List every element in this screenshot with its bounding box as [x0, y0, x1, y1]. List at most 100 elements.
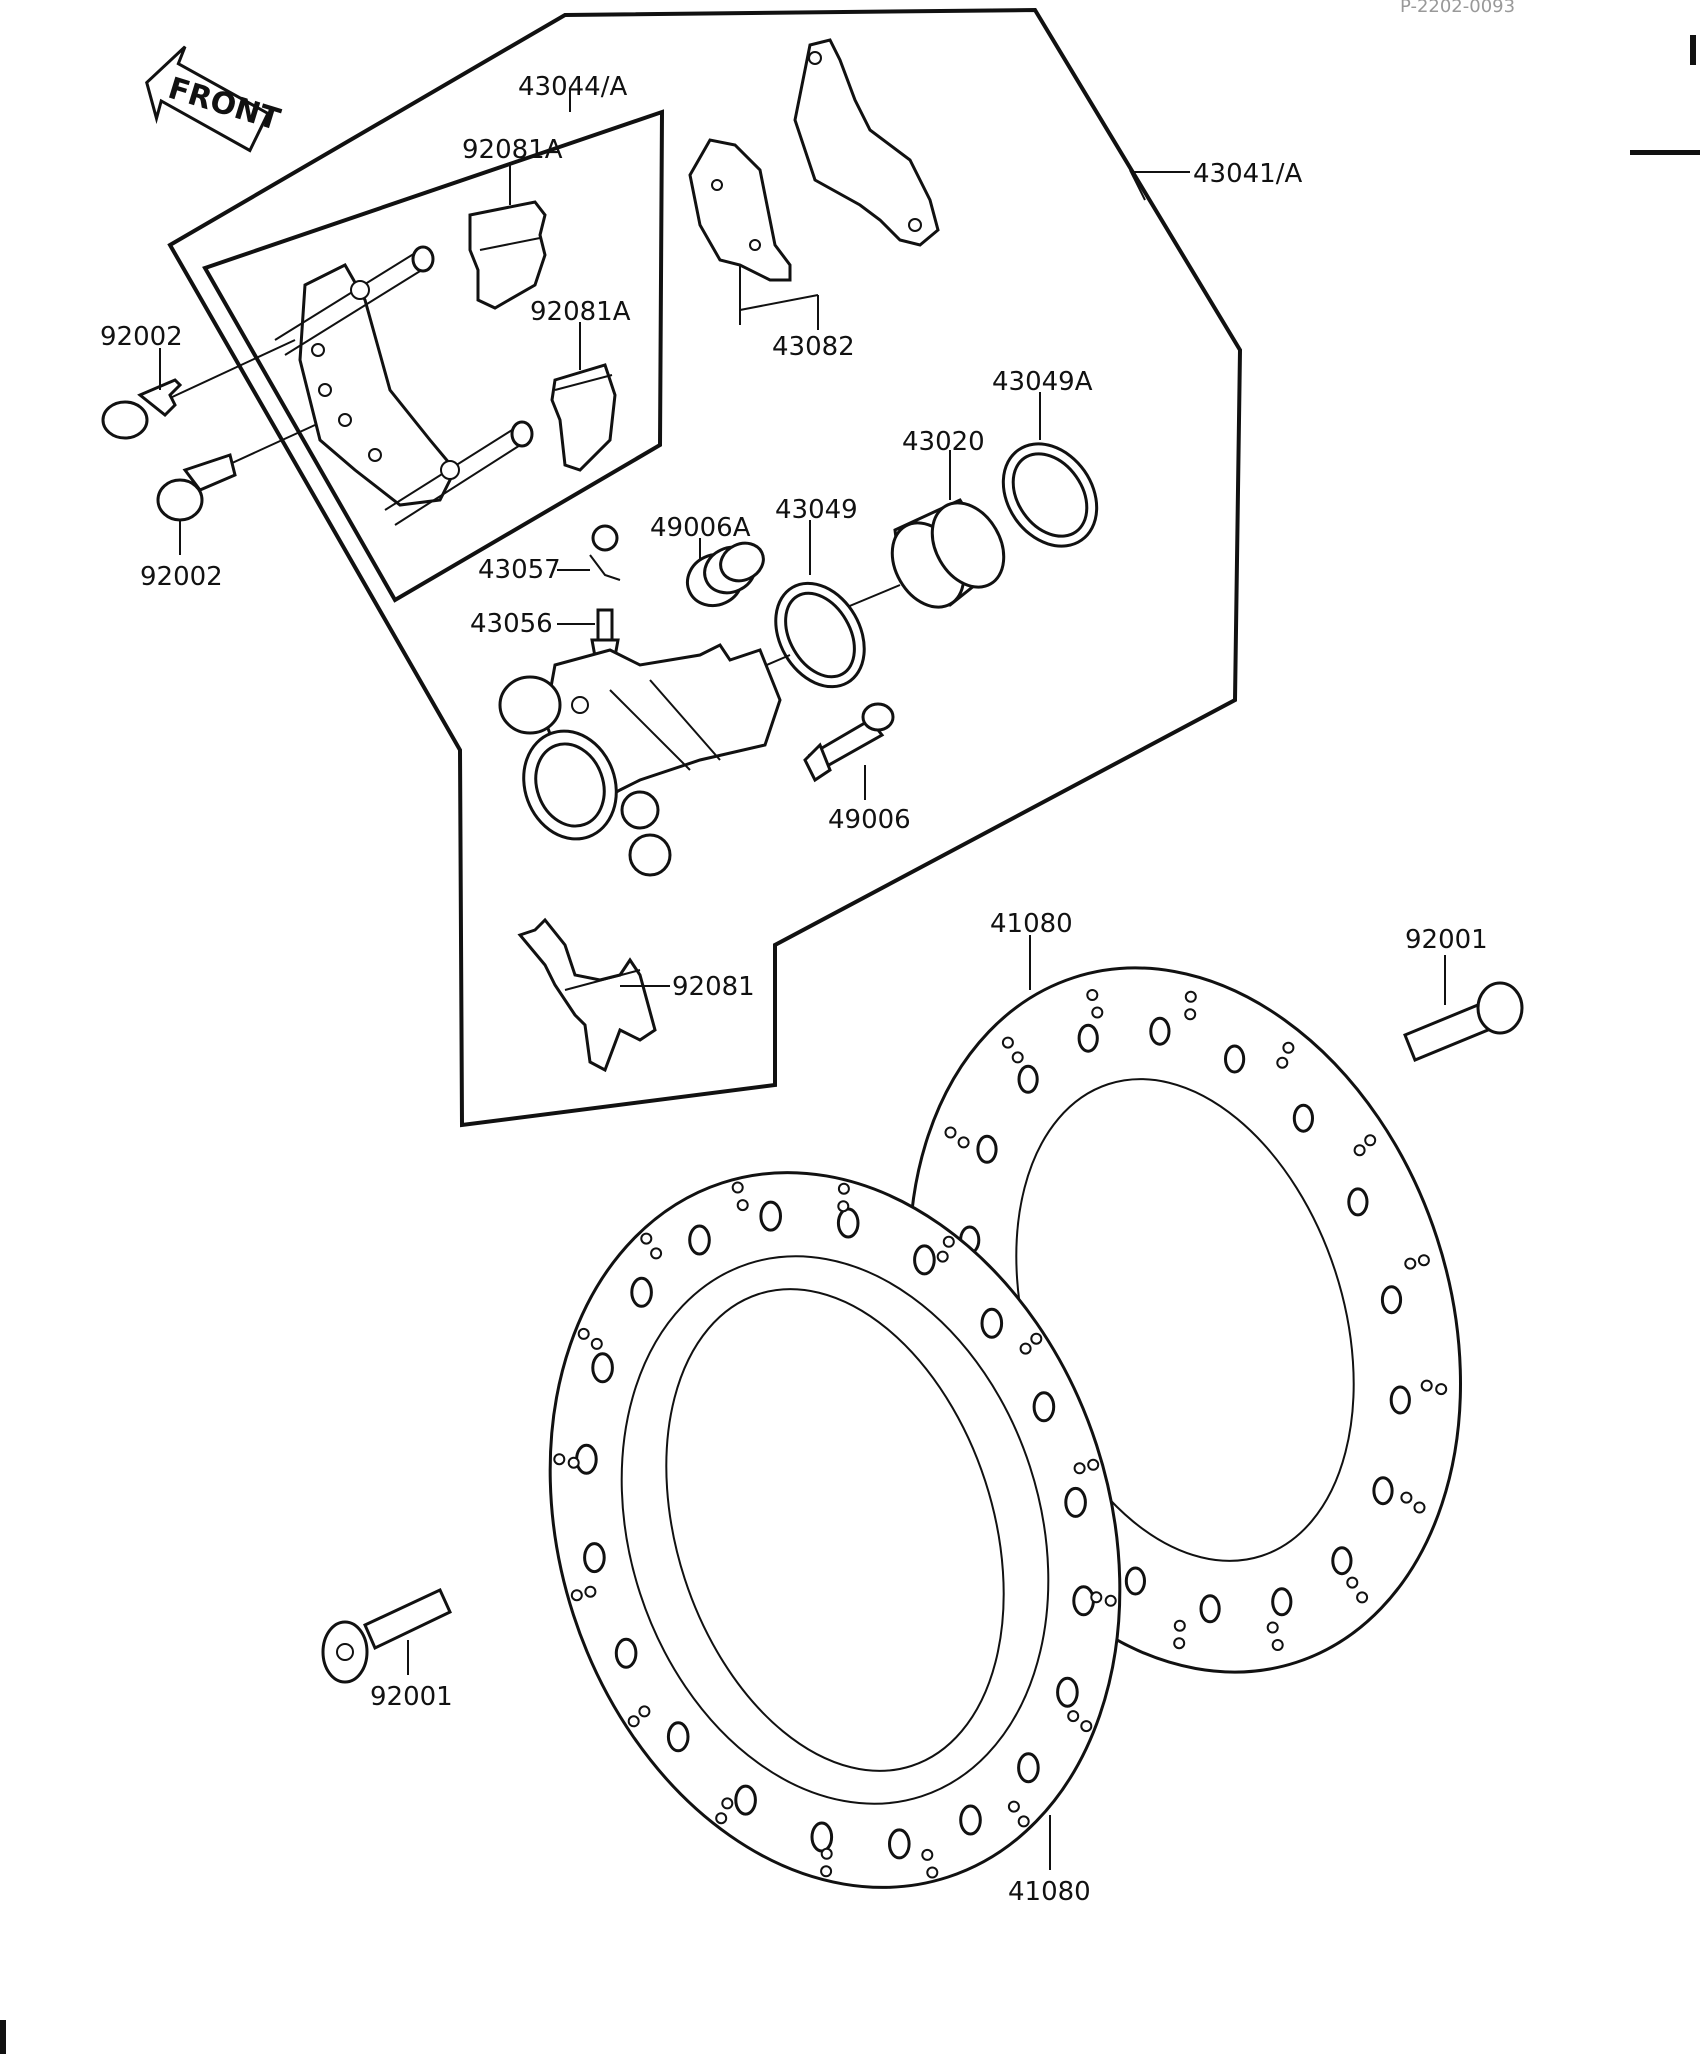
disc-drill-hole — [1067, 1710, 1080, 1723]
label-92001-right: 92001 — [1405, 925, 1488, 955]
disc-bolt-hole — [734, 1784, 757, 1816]
disc-bolt-hole — [1292, 1103, 1315, 1133]
disc-drill-hole — [731, 1181, 744, 1194]
disc-drill-hole — [1417, 1254, 1430, 1267]
disc-drill-hole — [944, 1126, 957, 1139]
disc-bolt-hole — [959, 1804, 982, 1836]
label-43044a: 43044/A — [518, 72, 627, 102]
disc-drill-hole — [721, 1797, 734, 1810]
disc-drill-hole — [590, 1337, 603, 1350]
label-43056: 43056 — [470, 609, 553, 639]
margin-mark-top — [1690, 35, 1696, 65]
disc-bolt-hole — [1331, 1546, 1353, 1576]
disc-bolt-hole — [1271, 1587, 1293, 1617]
disc-drill-hole — [1276, 1056, 1289, 1069]
disc-drill-hole — [942, 1235, 955, 1248]
disc-drill-hole — [1017, 1815, 1030, 1828]
label-92081: 92081 — [672, 972, 755, 1002]
disc-bolt-hole — [1389, 1385, 1411, 1415]
disc-drill-hole — [736, 1199, 749, 1212]
disc-drill-hole — [1353, 1144, 1366, 1157]
label-92001-left: 92001 — [370, 1682, 453, 1712]
disc-drill-hole — [1086, 989, 1099, 1001]
disc-drill-hole — [638, 1705, 651, 1718]
front-arrow: FRONT — [145, 45, 284, 153]
disc-drill-hole — [1400, 1491, 1413, 1504]
pad-spring-plate — [517, 917, 657, 1073]
disc-drill-hole — [1184, 990, 1197, 1003]
mounting-bolt-lower — [156, 424, 316, 522]
disc-drill-hole — [1346, 1576, 1359, 1589]
piston-seal-a — [1001, 442, 1099, 548]
disc-drill-hole — [1282, 1041, 1295, 1054]
brake-pad-rear — [793, 38, 940, 247]
bleeder-cap — [589, 524, 621, 581]
caliper-holder-bracket — [274, 245, 534, 526]
disc-bolt-hole — [1017, 1752, 1040, 1784]
disc-drill-hole — [820, 1865, 833, 1878]
disc-bolt-hole — [1124, 1566, 1147, 1596]
disc-drill-hole — [1184, 1008, 1197, 1021]
disc-bolt-hole — [980, 1307, 1004, 1339]
caliper-assembly-outline — [167, 7, 1243, 1128]
label-92002-lower: 92002 — [140, 562, 223, 592]
disc-drill-hole — [1080, 1720, 1093, 1733]
disc-drill-hole — [936, 1250, 949, 1263]
disc-drill-hole — [1011, 1051, 1024, 1064]
label-92081a-lower: 92081A — [530, 297, 631, 327]
margin-mark-bottom — [0, 2020, 6, 2054]
brake-pad-front — [688, 138, 792, 282]
disc-drill-hole — [567, 1456, 580, 1469]
disc-drill-hole — [1007, 1800, 1020, 1813]
label-43049a: 43049A — [992, 367, 1093, 397]
disc-bolt-hole — [759, 1200, 783, 1232]
leader-lines — [159, 88, 1446, 1870]
label-43020: 43020 — [902, 427, 985, 457]
label-43082: 43082 — [772, 332, 855, 362]
figure-code: P-2202-0093 — [1400, 0, 1515, 17]
disc-drill-hole — [640, 1232, 653, 1245]
dust-boot — [686, 541, 765, 608]
disc-bolt-hole — [1077, 1023, 1099, 1053]
disc-bolt-hole — [1072, 1585, 1095, 1617]
disc-bolt-hole — [1149, 1016, 1171, 1046]
label-49006a: 49006A — [650, 513, 751, 543]
disc-bolt-hole — [591, 1352, 614, 1384]
disc-drill-hole — [1356, 1591, 1369, 1604]
disc-bolt-hole — [836, 1207, 860, 1239]
disc-drill-hole — [837, 1200, 850, 1213]
label-43057: 43057 — [478, 555, 561, 585]
disc-drill-hole — [1420, 1379, 1433, 1392]
disc-drill-hole — [1413, 1501, 1426, 1514]
disc-bolt-hole — [1199, 1594, 1221, 1624]
disc-drill-hole — [1087, 1458, 1100, 1471]
disc-bolt-hole — [666, 1721, 690, 1753]
disc-drill-hole — [584, 1585, 597, 1598]
caliper-pin-bolt — [803, 702, 895, 783]
disc-drill-hole — [1073, 1462, 1086, 1475]
disc-drill-hole — [1364, 1134, 1377, 1147]
piston-seal — [774, 581, 866, 689]
disc-drill-hole — [570, 1589, 583, 1602]
disc-left-bolt-holes — [575, 1200, 1095, 1860]
disc-drill-hole — [553, 1453, 566, 1466]
disc-drill-hole — [1091, 1006, 1104, 1019]
disc-drill-hole — [820, 1847, 833, 1860]
label-41080-left: 41080 — [1008, 1877, 1091, 1907]
disc-drill-hole — [1404, 1257, 1417, 1270]
pad-spring-lower — [550, 363, 617, 472]
disc-bolt-hole — [1372, 1476, 1394, 1506]
disc-drill-hole — [1266, 1621, 1279, 1634]
disc-bolt-hole — [1064, 1486, 1087, 1518]
disc-bolt-hole — [1017, 1064, 1039, 1094]
part-labels: 43044/A 43041/A 92081A 92081A 43082 9200… — [100, 72, 1488, 1907]
disc-drill-hole — [1090, 1591, 1103, 1604]
brake-disc-left — [548, 1171, 1122, 1889]
label-92002-upper: 92002 — [100, 322, 183, 352]
disc-drill-hole — [957, 1136, 970, 1149]
disc-bolt-hole — [688, 1224, 711, 1256]
disc-bolt-hole — [1224, 1044, 1246, 1074]
disc-bolt-hole — [888, 1828, 911, 1860]
disc-bolt-hole — [630, 1276, 653, 1308]
